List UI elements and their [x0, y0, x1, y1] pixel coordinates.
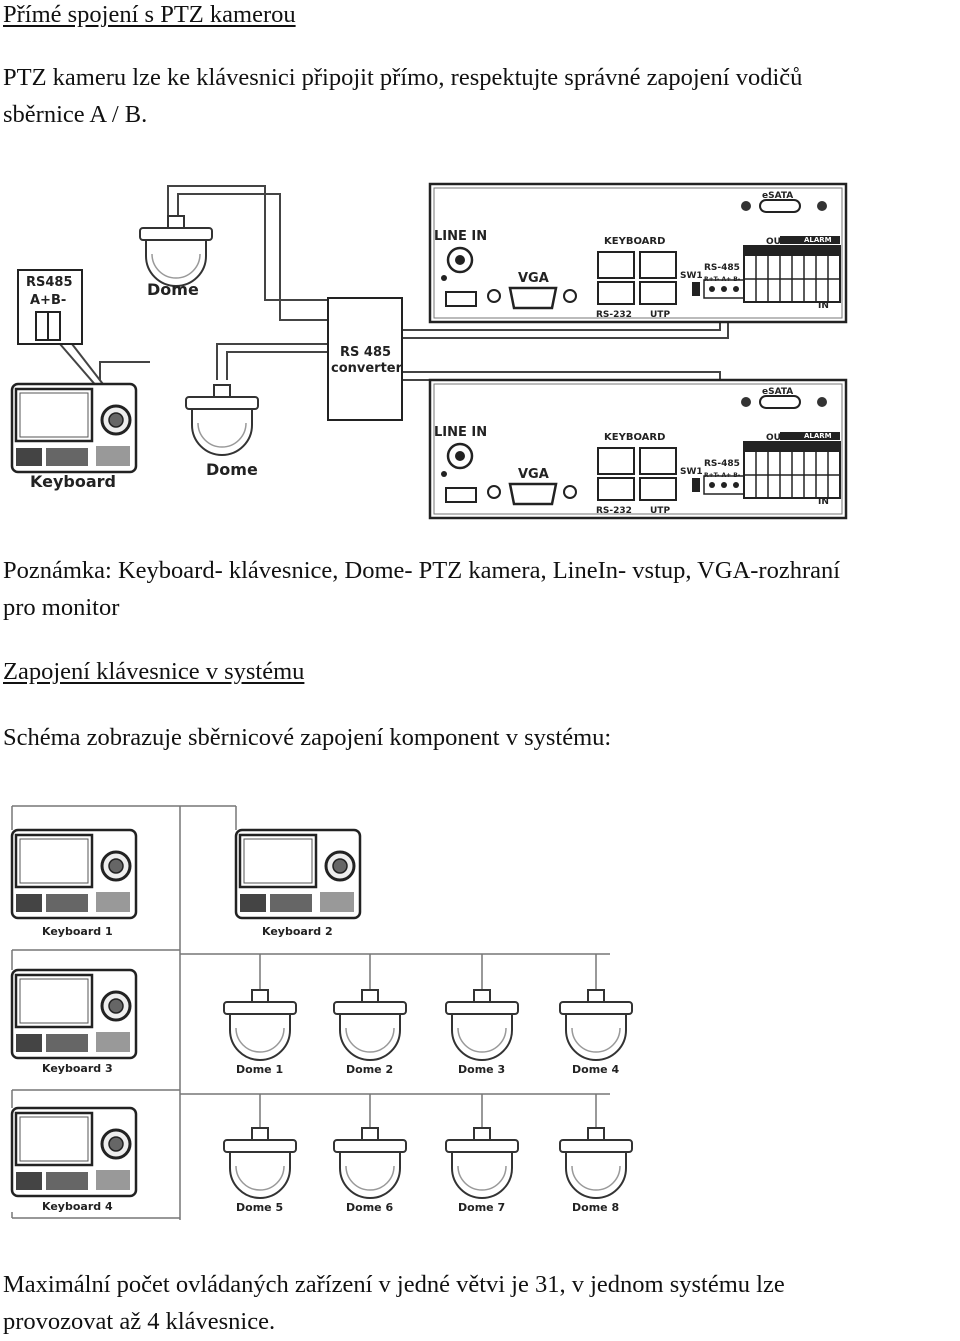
dome-label: Dome	[206, 460, 258, 479]
dome-camera-icon	[333, 989, 407, 1061]
keyboard-label: Keyboard 4	[42, 1200, 113, 1213]
svg-text:KEYBOARD: KEYBOARD	[604, 236, 665, 247]
rs485-ab-label: A+B-	[30, 293, 66, 308]
dome-label: Dome 3	[458, 1063, 505, 1076]
dome-label: Dome 5	[236, 1201, 283, 1214]
dome-camera-icon	[139, 215, 213, 287]
keyboard-icon	[10, 828, 138, 920]
svg-text:RS-232: RS-232	[596, 506, 632, 516]
dome-camera-icon	[559, 989, 633, 1061]
dome-camera-icon	[185, 384, 259, 456]
dome-camera-icon	[333, 1127, 407, 1199]
note-line: pro monitor	[3, 594, 120, 621]
svg-text:RS-485: RS-485	[704, 459, 740, 469]
svg-text:R+T- A+ B-: R+T- A+ B-	[704, 472, 741, 479]
svg-text:eSATA: eSATA	[762, 387, 793, 397]
converter-label: converter	[331, 361, 403, 376]
svg-text:OUT: OUT	[766, 237, 788, 247]
svg-text:UTP: UTP	[650, 310, 670, 320]
dome-label: Dome 1	[236, 1063, 283, 1076]
rs485-converter-box	[327, 297, 403, 421]
dome-camera-icon	[559, 1127, 633, 1199]
svg-text:UTP: UTP	[650, 506, 670, 516]
final-paragraph-line: Maximální počet ovládaných zařízení v je…	[3, 1271, 785, 1298]
svg-text:IN: IN	[818, 301, 829, 311]
dome-camera-icon	[445, 1127, 519, 1199]
dome-camera-icon	[223, 989, 297, 1061]
section-heading-direct-connection: Přímé spojení s PTZ kamerou	[3, 1, 296, 28]
keyboard-icon	[10, 382, 138, 474]
dome-label: Dome 8	[572, 1201, 619, 1214]
svg-text:KEYBOARD: KEYBOARD	[604, 432, 665, 443]
final-paragraph-line: provozovat až 4 klávesnice.	[3, 1308, 276, 1335]
dome-label: Dome 7	[458, 1201, 505, 1214]
svg-text:eSATA: eSATA	[762, 191, 793, 201]
dome-label: Dome 4	[572, 1063, 619, 1076]
svg-text:OUT: OUT	[766, 433, 788, 443]
keyboard-label: Keyboard 2	[262, 925, 333, 938]
svg-text:RS-232: RS-232	[596, 310, 632, 320]
paragraph-line: sběrnice A / B.	[3, 101, 148, 128]
dome-camera-icon	[223, 1127, 297, 1199]
dome-label: Dome	[147, 280, 199, 299]
keyboard-label: Keyboard 3	[42, 1062, 113, 1075]
dvr-panel-top: eSATA LINE IN KEYBOARD VGA OUT ALARM SW1…	[428, 182, 848, 324]
dvr-panel-bottom: eSATA LINE IN KEYBOARD VGA OUT ALARM SW1…	[428, 378, 848, 520]
svg-text:R+T- A+ B-: R+T- A+ B-	[704, 276, 741, 283]
rs485-label: RS485	[26, 275, 73, 290]
section-heading-system-connection: Zapojení klávesnice v systému	[3, 658, 305, 685]
svg-text:RS-485: RS-485	[704, 263, 740, 273]
svg-text:ALARM: ALARM	[804, 236, 832, 244]
keyboard-label: Keyboard	[30, 472, 116, 491]
svg-text:SW1: SW1	[680, 271, 703, 281]
paragraph-line: PTZ kameru lze ke klávesnici připojit př…	[3, 64, 803, 91]
svg-text:ALARM: ALARM	[804, 432, 832, 440]
svg-text:LINE IN: LINE IN	[434, 425, 487, 440]
converter-label: RS 485	[340, 345, 391, 360]
keyboard-label: Keyboard 1	[42, 925, 113, 938]
dome-camera-icon	[445, 989, 519, 1061]
keyboard-icon	[10, 968, 138, 1060]
svg-text:IN: IN	[818, 497, 829, 507]
dome-label: Dome 6	[346, 1201, 393, 1214]
note-line: Poznámka: Keyboard- klávesnice, Dome- PT…	[3, 557, 841, 584]
svg-text:VGA: VGA	[518, 271, 549, 286]
svg-text:LINE IN: LINE IN	[434, 229, 487, 244]
svg-text:SW1: SW1	[680, 467, 703, 477]
keyboard-icon	[234, 828, 362, 920]
dome-label: Dome 2	[346, 1063, 393, 1076]
paragraph-line: Schéma zobrazuje sběrnicové zapojení kom…	[3, 724, 612, 751]
keyboard-icon	[10, 1106, 138, 1198]
system-bus-diagram: Keyboard 1 Keyboard 2 Keyboard 3 Keyboar…	[10, 805, 633, 1220]
svg-text:VGA: VGA	[518, 467, 549, 482]
